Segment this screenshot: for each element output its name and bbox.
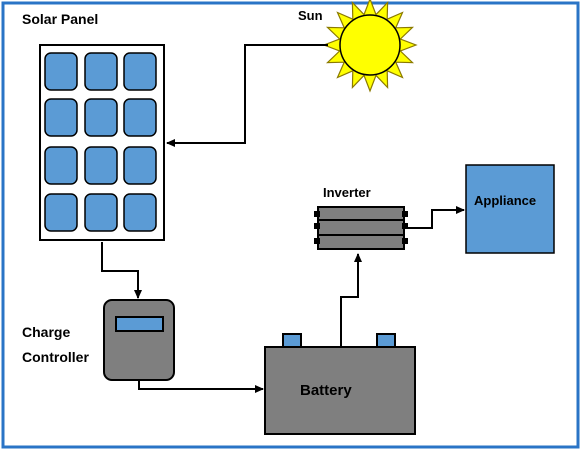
battery-label: Battery — [300, 382, 352, 399]
appliance-label: Appliance — [474, 193, 536, 208]
sun-icon — [322, 0, 418, 93]
controller-to-battery-arrow — [138, 380, 264, 393]
solar-cell — [123, 146, 157, 185]
solar-panel-cells — [44, 52, 157, 232]
appliance-box — [465, 164, 555, 254]
solar-cell — [44, 146, 78, 185]
inverter-body — [317, 206, 405, 250]
solar-panel — [39, 44, 165, 241]
sun-to-panel-arrow — [166, 44, 328, 147]
battery-terminal-left — [282, 333, 302, 348]
inverter — [314, 206, 408, 250]
battery-terminal-right — [376, 333, 396, 348]
solar-cell — [44, 98, 78, 137]
charge-controller-label-line2: Controller — [22, 349, 89, 365]
charge-controller-label-line1: Charge — [22, 324, 70, 340]
sun-label: Sun — [298, 8, 323, 23]
solar-cell — [123, 193, 157, 232]
solar-cell — [84, 52, 118, 91]
solar-cell — [123, 98, 157, 137]
solar-cell — [84, 193, 118, 232]
solar-cell — [44, 193, 78, 232]
controller-display — [115, 316, 164, 332]
charge-controller — [103, 299, 175, 381]
solar-panel-label: Solar Panel — [22, 11, 98, 27]
solar-cell — [123, 52, 157, 91]
solar-cell — [84, 146, 118, 185]
solar-cell — [84, 98, 118, 137]
panel-to-controller-arrow — [101, 242, 142, 299]
solar-cell — [44, 52, 78, 91]
inverter-label: Inverter — [323, 185, 371, 200]
battery-to-inverter-arrow — [340, 253, 362, 347]
inverter-to-appliance-arrow — [406, 206, 465, 229]
